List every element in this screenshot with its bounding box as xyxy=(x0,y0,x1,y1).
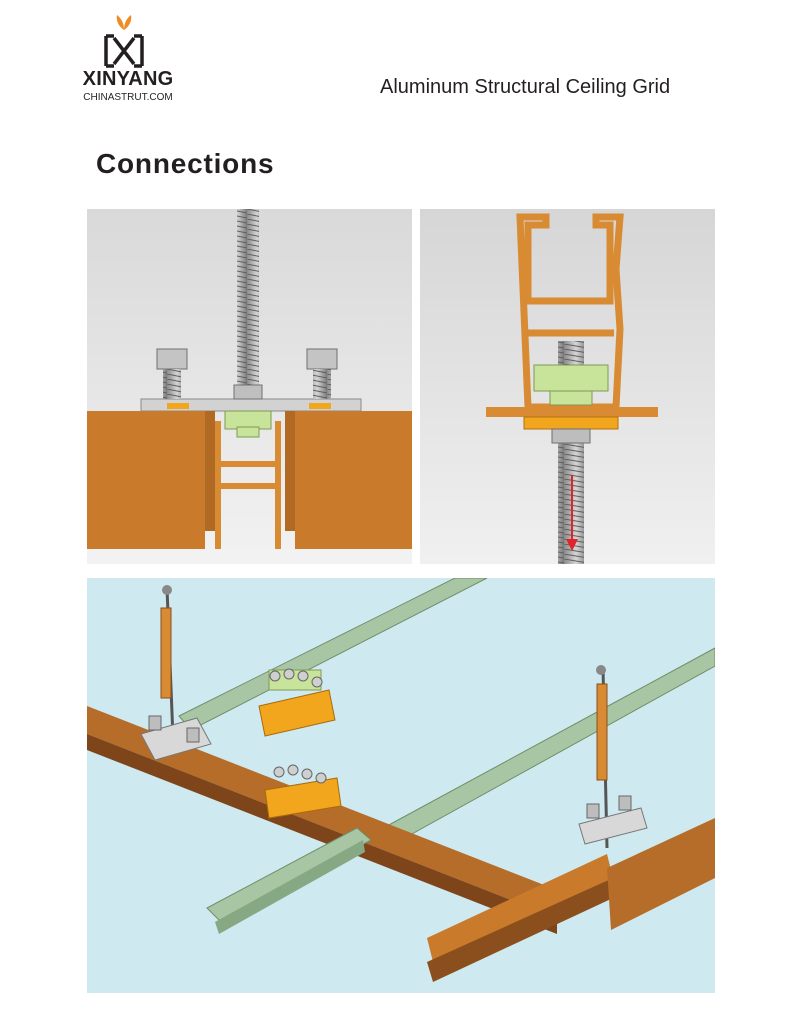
fig-beam-splice-cross-section xyxy=(87,209,412,564)
brand-website: CHINASTRUT.COM xyxy=(83,92,173,103)
fig-profile-hanger-rod-connection xyxy=(420,209,715,564)
document-title: Aluminum Structural Ceiling Grid xyxy=(380,76,671,98)
threaded-rod-icon xyxy=(237,209,259,389)
bolt-nut-icon xyxy=(156,348,338,399)
brand-logo: XINYANG CHINASTRUT.COM xyxy=(80,14,176,106)
xinyang-logo-icon xyxy=(104,15,144,68)
fig-grid-assembly-3d xyxy=(87,578,715,993)
section-title: Connections xyxy=(96,148,275,179)
brand-name: XINYANG xyxy=(82,68,174,90)
turnbuckle-hanger-icon xyxy=(160,585,175,739)
